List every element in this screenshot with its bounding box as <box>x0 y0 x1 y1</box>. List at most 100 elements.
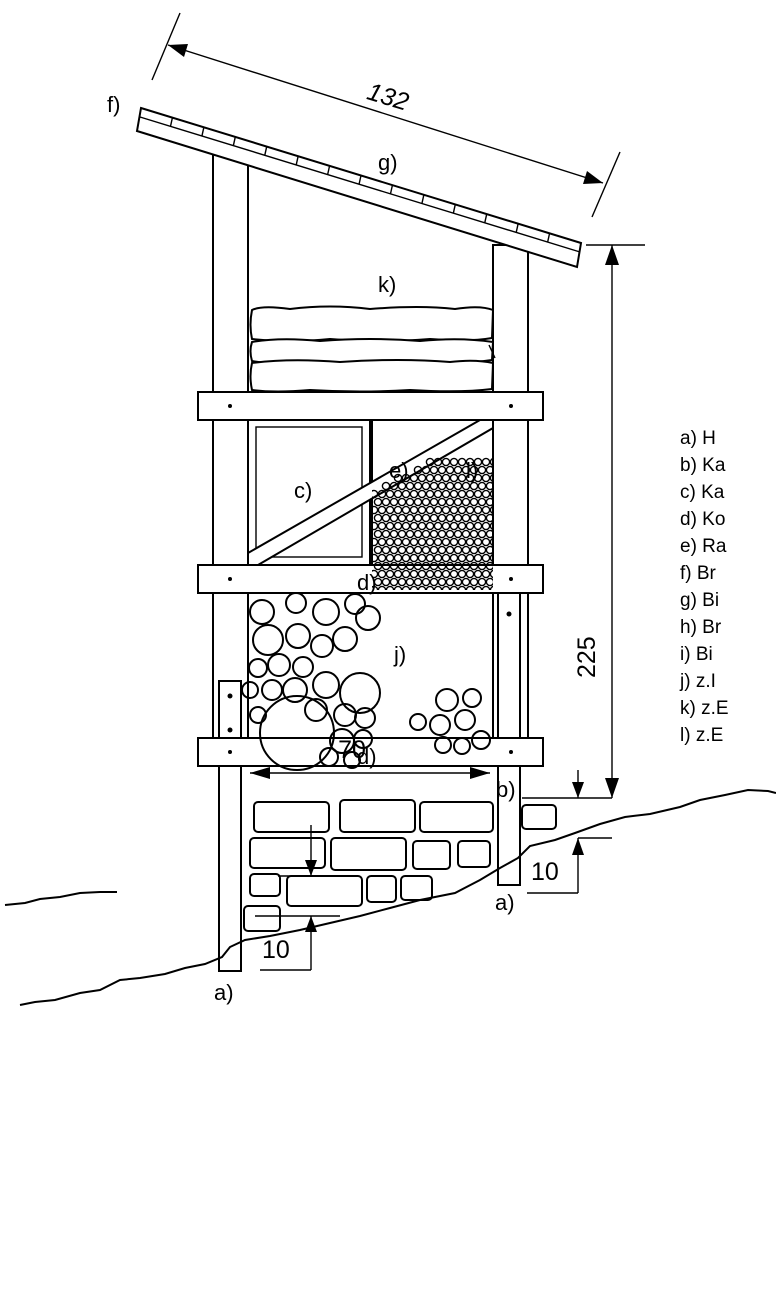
hole <box>401 473 411 483</box>
hole <box>441 473 451 483</box>
log-end <box>310 634 334 658</box>
cross-boards <box>197 391 544 767</box>
legend-item: l) z.E <box>680 725 723 746</box>
hole <box>397 497 407 507</box>
hole <box>401 553 411 563</box>
hole <box>433 489 443 499</box>
hole <box>405 545 415 555</box>
hole <box>417 521 427 531</box>
hole <box>433 553 443 563</box>
hole <box>449 537 459 547</box>
hole <box>473 489 483 499</box>
log-end <box>453 737 471 755</box>
hole <box>477 529 487 539</box>
hole <box>405 497 415 507</box>
hole <box>449 585 459 590</box>
hole <box>485 497 493 507</box>
dimension-left-depth: 10 <box>255 825 355 971</box>
label-b: b) <box>496 777 516 802</box>
hole <box>425 473 435 483</box>
hole <box>469 561 479 571</box>
hole <box>397 481 407 491</box>
log-end <box>355 605 381 631</box>
hole <box>381 513 391 523</box>
hole <box>417 569 427 579</box>
shingle-mark <box>546 233 551 243</box>
hole <box>441 505 451 515</box>
hole <box>449 489 459 499</box>
height-value: 225 <box>573 636 601 678</box>
right-depth-value: 10 <box>531 858 559 886</box>
hole <box>373 497 383 507</box>
hole <box>461 481 471 491</box>
log-end <box>343 751 361 769</box>
legend-item: j) z.I <box>679 671 716 692</box>
shingle-mark <box>358 175 362 185</box>
log-end <box>354 707 376 729</box>
label-c: c) <box>294 478 312 503</box>
hole <box>489 489 493 499</box>
log-end <box>344 593 366 615</box>
hole <box>485 577 493 587</box>
dimension-height: 225 <box>573 244 645 798</box>
hole <box>453 545 463 555</box>
hole <box>453 577 463 587</box>
hole <box>381 481 391 491</box>
hole <box>413 561 423 571</box>
label-a-right: a) <box>495 890 515 915</box>
hole <box>409 473 419 483</box>
hole <box>372 537 379 547</box>
hole <box>377 553 387 563</box>
hole <box>477 561 487 571</box>
hole <box>445 481 455 491</box>
hole <box>377 569 387 579</box>
hole <box>445 497 455 507</box>
hole <box>485 465 493 475</box>
legend-item: b) Ka <box>680 455 726 476</box>
hole <box>397 561 407 571</box>
dimension-right-depth: 10 <box>522 770 612 894</box>
log-end <box>267 653 291 677</box>
log-end <box>471 730 491 750</box>
hole <box>489 521 493 531</box>
legend-item: i) Bi <box>680 644 713 665</box>
hole <box>421 545 431 555</box>
dimension-roof-length: 132 <box>151 12 621 218</box>
shingle-mark <box>452 204 456 214</box>
hole <box>481 585 491 590</box>
hole <box>413 497 423 507</box>
hole <box>469 497 479 507</box>
hole <box>433 537 443 547</box>
hole <box>469 513 479 523</box>
hole <box>485 545 493 555</box>
hole <box>437 481 447 491</box>
hole <box>389 545 399 555</box>
hole <box>425 489 435 499</box>
hole <box>473 585 483 590</box>
hole <box>405 561 415 571</box>
hole <box>397 529 407 539</box>
hole <box>413 577 423 587</box>
hole <box>381 545 391 555</box>
hole <box>461 561 471 571</box>
hole <box>465 505 475 515</box>
log-end <box>434 736 452 754</box>
log-end <box>429 714 451 736</box>
log-end <box>252 624 284 656</box>
log-end <box>319 747 339 767</box>
hole <box>453 561 463 571</box>
hole <box>389 561 399 571</box>
hole <box>417 553 427 563</box>
hole <box>377 505 387 515</box>
label-a-left: a) <box>214 980 234 1005</box>
hole <box>473 473 483 483</box>
roof-length-value: 132 <box>364 78 412 117</box>
hole <box>401 505 411 515</box>
hole <box>409 585 419 590</box>
hole <box>445 577 455 587</box>
hole <box>461 497 471 507</box>
hole <box>477 497 487 507</box>
label-g: g) <box>378 150 398 175</box>
hole <box>437 529 447 539</box>
left-depth-value: 10 <box>262 936 290 964</box>
